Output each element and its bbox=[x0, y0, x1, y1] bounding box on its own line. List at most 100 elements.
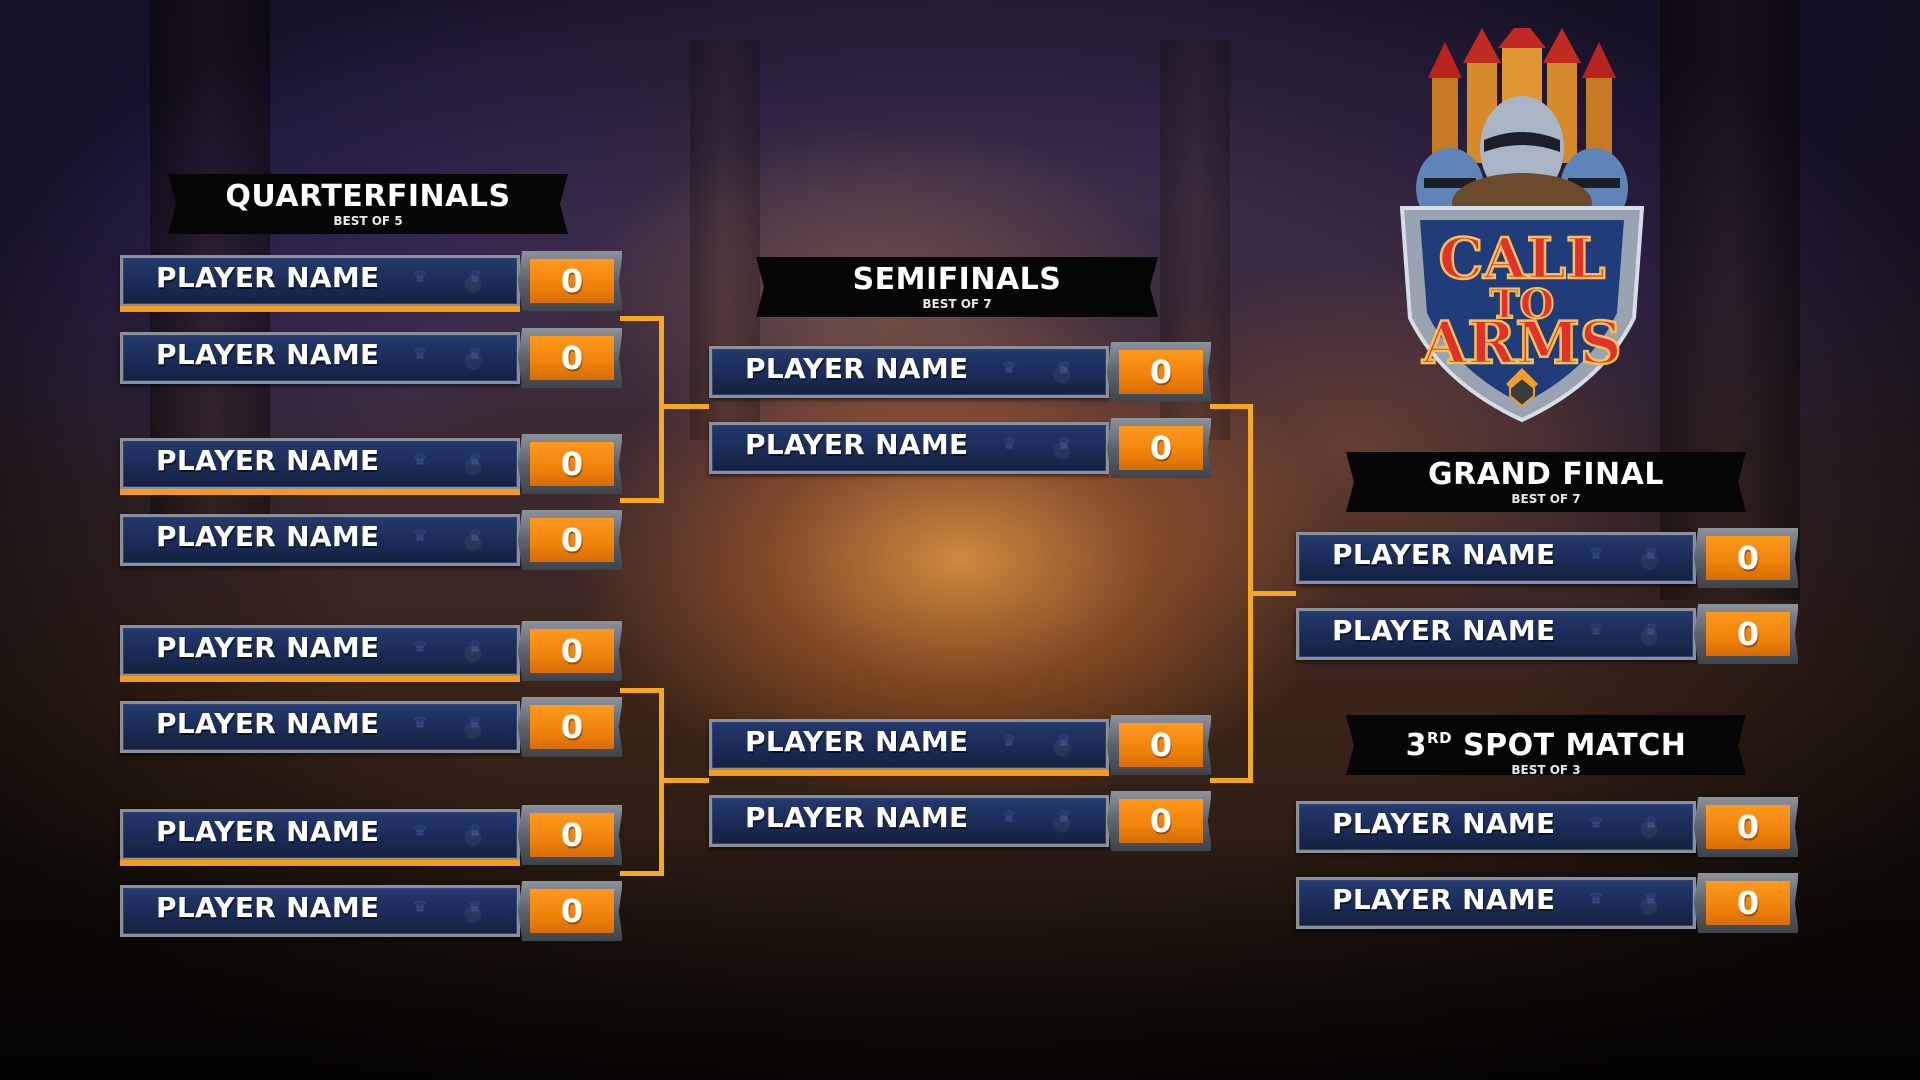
name-bar bbox=[120, 701, 520, 753]
round-title-number: 3 bbox=[1405, 728, 1428, 763]
name-bar bbox=[120, 809, 520, 861]
crown-icon: ♛ bbox=[412, 450, 428, 469]
player-score[interactable]: 0 bbox=[530, 629, 614, 673]
player-score[interactable]: 0 bbox=[1119, 350, 1203, 394]
header-grand-final: GRAND FINAL BEST OF 7 bbox=[1346, 452, 1746, 512]
gf-slot[interactable]: ♛ ♛ PLAYER NAME 0 bbox=[1296, 604, 1806, 664]
crown-icon: ♛ bbox=[467, 344, 483, 363]
name-bar bbox=[120, 625, 520, 677]
player-score[interactable]: 0 bbox=[1706, 881, 1790, 925]
qf-slot[interactable]: ♛ ♛ PLAYER NAME 0 bbox=[120, 697, 630, 757]
name-bar bbox=[1296, 801, 1696, 853]
third-place-slot[interactable]: ♛ ♛ PLAYER NAME 0 bbox=[1296, 873, 1806, 933]
qf-slot[interactable]: ♛ ♛ PLAYER NAME 0 bbox=[120, 805, 630, 866]
player-score[interactable]: 0 bbox=[530, 442, 614, 486]
crown-icon: ♛ bbox=[412, 897, 428, 916]
player-score[interactable]: 0 bbox=[1119, 723, 1203, 767]
player-name[interactable]: PLAYER NAME bbox=[745, 428, 969, 461]
bracket-connector bbox=[620, 871, 664, 876]
player-score[interactable]: 0 bbox=[530, 518, 614, 562]
player-score[interactable]: 0 bbox=[1119, 799, 1203, 843]
bracket-connector bbox=[620, 498, 664, 503]
name-bar bbox=[709, 719, 1109, 771]
qf-slot[interactable]: ♛ ♛ PLAYER NAME 0 bbox=[120, 881, 630, 941]
round-subtitle: BEST OF 3 bbox=[1511, 763, 1581, 777]
call-to-arms-logo: CALL TO ARMS bbox=[1399, 28, 1645, 423]
round-title: 3RD SPOT MATCH bbox=[1346, 721, 1746, 763]
qf-slot[interactable]: ♛ ♛ PLAYER NAME 0 bbox=[120, 251, 630, 312]
player-name[interactable]: PLAYER NAME bbox=[156, 631, 380, 664]
crown-icon: ♛ bbox=[412, 267, 428, 286]
sf-slot[interactable]: ♛ ♛ PLAYER NAME 0 bbox=[709, 418, 1219, 478]
bracket-connector bbox=[659, 778, 709, 783]
qf-slot[interactable]: ♛ ♛ PLAYER NAME 0 bbox=[120, 328, 630, 388]
name-bar bbox=[120, 438, 520, 490]
sf-slot[interactable]: ♛ ♛ PLAYER NAME 0 bbox=[709, 715, 1219, 776]
gf-slot[interactable]: ♛ ♛ PLAYER NAME 0 bbox=[1296, 528, 1806, 588]
round-subtitle: BEST OF 7 bbox=[922, 297, 992, 311]
name-bar bbox=[120, 332, 520, 384]
bracket-connector bbox=[1210, 404, 1252, 409]
player-name[interactable]: PLAYER NAME bbox=[745, 725, 969, 758]
name-bar bbox=[1296, 877, 1696, 929]
third-place-slot[interactable]: ♛ ♛ PLAYER NAME 0 bbox=[1296, 797, 1806, 857]
logo-line2: TO bbox=[1490, 281, 1555, 328]
player-score[interactable]: 0 bbox=[530, 889, 614, 933]
crown-icon: ♛ bbox=[412, 526, 428, 545]
player-name[interactable]: PLAYER NAME bbox=[1332, 883, 1556, 916]
player-name[interactable]: PLAYER NAME bbox=[745, 352, 969, 385]
name-bar bbox=[120, 885, 520, 937]
crown-icon: ♛ bbox=[467, 637, 483, 656]
name-bar bbox=[1296, 608, 1696, 660]
name-bar bbox=[709, 422, 1109, 474]
name-bar bbox=[120, 514, 520, 566]
player-score[interactable]: 0 bbox=[530, 259, 614, 303]
player-score[interactable]: 0 bbox=[1706, 612, 1790, 656]
crown-icon: ♛ bbox=[1001, 434, 1017, 453]
player-score[interactable]: 0 bbox=[1119, 426, 1203, 470]
crown-icon: ♛ bbox=[1056, 434, 1072, 453]
round-title-ordinal: RD bbox=[1427, 729, 1453, 747]
bracket-connector bbox=[1248, 591, 1296, 596]
qf-slot[interactable]: ♛ ♛ PLAYER NAME 0 bbox=[120, 621, 630, 682]
player-name[interactable]: PLAYER NAME bbox=[156, 891, 380, 924]
player-name[interactable]: PLAYER NAME bbox=[156, 707, 380, 740]
player-name[interactable]: PLAYER NAME bbox=[156, 261, 380, 294]
winner-indicator bbox=[709, 770, 1109, 776]
player-score[interactable]: 0 bbox=[530, 705, 614, 749]
winner-indicator bbox=[120, 489, 520, 495]
crown-icon: ♛ bbox=[1001, 358, 1017, 377]
winner-indicator bbox=[120, 676, 520, 682]
sf-slot[interactable]: ♛ ♛ PLAYER NAME 0 bbox=[709, 791, 1219, 851]
logo-line1: CALL bbox=[1439, 226, 1606, 292]
crown-icon: ♛ bbox=[1056, 807, 1072, 826]
player-score[interactable]: 0 bbox=[1706, 536, 1790, 580]
qf-slot[interactable]: ♛ ♛ PLAYER NAME 0 bbox=[120, 434, 630, 495]
player-score[interactable]: 0 bbox=[530, 336, 614, 380]
player-name[interactable]: PLAYER NAME bbox=[1332, 538, 1556, 571]
bracket-connector bbox=[620, 688, 664, 693]
crown-icon: ♛ bbox=[412, 637, 428, 656]
sf-slot[interactable]: ♛ ♛ PLAYER NAME 0 bbox=[709, 342, 1219, 402]
player-name[interactable]: PLAYER NAME bbox=[156, 444, 380, 477]
round-title: QUARTERFINALS bbox=[225, 179, 511, 214]
crown-icon: ♛ bbox=[467, 897, 483, 916]
player-name[interactable]: PLAYER NAME bbox=[1332, 614, 1556, 647]
winner-indicator bbox=[120, 306, 520, 312]
round-title-text: SPOT MATCH bbox=[1452, 728, 1687, 763]
round-title: GRAND FINAL bbox=[1428, 457, 1664, 492]
logo-text: CALL TO ARMS bbox=[1420, 225, 1623, 379]
crown-icon: ♛ bbox=[1001, 731, 1017, 750]
player-score[interactable]: 0 bbox=[1706, 805, 1790, 849]
player-name[interactable]: PLAYER NAME bbox=[1332, 807, 1556, 840]
player-name[interactable]: PLAYER NAME bbox=[156, 520, 380, 553]
round-subtitle: BEST OF 7 bbox=[1511, 492, 1581, 506]
qf-slot[interactable]: ♛ ♛ PLAYER NAME 0 bbox=[120, 510, 630, 570]
round-subtitle: BEST OF 5 bbox=[333, 214, 403, 228]
player-name[interactable]: PLAYER NAME bbox=[156, 338, 380, 371]
player-name[interactable]: PLAYER NAME bbox=[156, 815, 380, 848]
player-name[interactable]: PLAYER NAME bbox=[745, 801, 969, 834]
name-bar bbox=[120, 255, 520, 307]
player-score[interactable]: 0 bbox=[530, 813, 614, 857]
